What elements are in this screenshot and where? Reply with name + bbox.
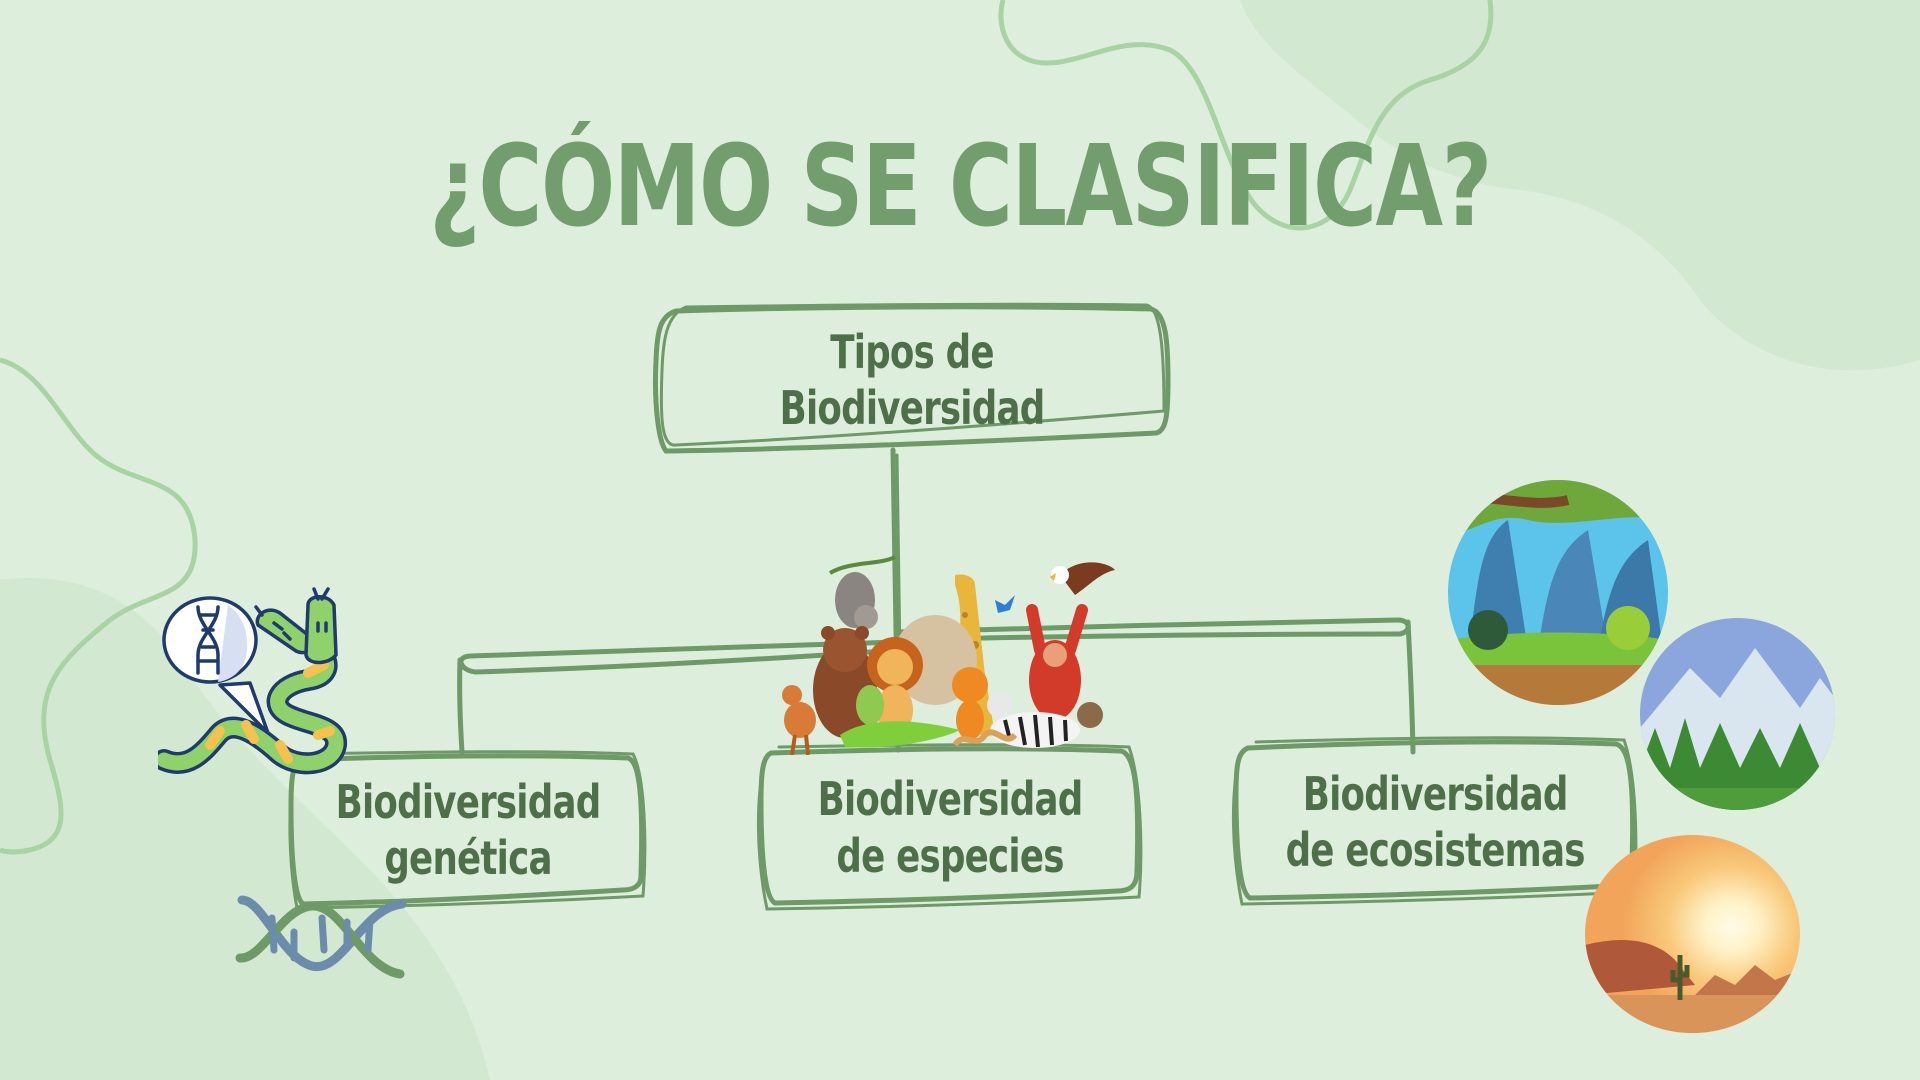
turtle-icon — [856, 685, 884, 725]
left-wavy-line — [0, 357, 198, 855]
jungle-ecosystem-image — [1448, 480, 1668, 705]
connector-right-drop — [1405, 619, 1416, 755]
branch-genetica-line2: genética — [384, 831, 553, 885]
root-node-line1: Tipos de — [830, 324, 995, 379]
branch-especies-line1: Biodiversidad — [817, 772, 1084, 827]
orangutan-icon — [1026, 604, 1088, 720]
branch-genetica-line1: Biodiversidad — [336, 774, 602, 829]
snake-dna-icon — [158, 587, 347, 775]
crocodile-icon — [840, 721, 960, 748]
branch-node-especies: Biodiversidad de especies — [756, 743, 1143, 911]
branch-node-frame — [756, 743, 1143, 911]
mountain-ecosystem-image — [1640, 618, 1835, 810]
deer-icon — [782, 685, 816, 755]
top-wavy-line — [998, 0, 1494, 231]
branch-node-genetica: Biodiversidad genética — [288, 750, 647, 910]
branch-ecosistemas-line2: de ecosistemas — [1285, 823, 1585, 877]
slide-title: ¿CÓMO SE CLASIFICA? — [429, 122, 1492, 252]
snake-icon — [952, 729, 1018, 747]
butterfly-icon — [995, 595, 1015, 613]
armadillo-icon — [1077, 702, 1103, 728]
eagle-icon — [1050, 562, 1115, 595]
connector-left-drop — [457, 657, 465, 755]
root-node: Tipos de Biodiversidad — [653, 302, 1171, 454]
tiger-icon — [952, 667, 988, 740]
sloth-icon — [828, 555, 896, 629]
desert-ecosystem-image — [1585, 835, 1800, 1033]
dna-helix-icon — [235, 895, 407, 979]
branch-especies-line2: de especies — [836, 828, 1064, 883]
branch-node-frame — [288, 750, 647, 910]
root-node-frame — [653, 302, 1171, 454]
top-right-blob — [1240, 0, 1920, 371]
root-node-line2: Biodiversidad — [780, 381, 1046, 435]
branch-ecosistemas-line1: Biodiversidad — [1302, 766, 1569, 821]
animals-group-illustration — [782, 555, 1115, 755]
branch-node-ecosistemas: Biodiversidad de ecosistemas — [1231, 736, 1638, 906]
